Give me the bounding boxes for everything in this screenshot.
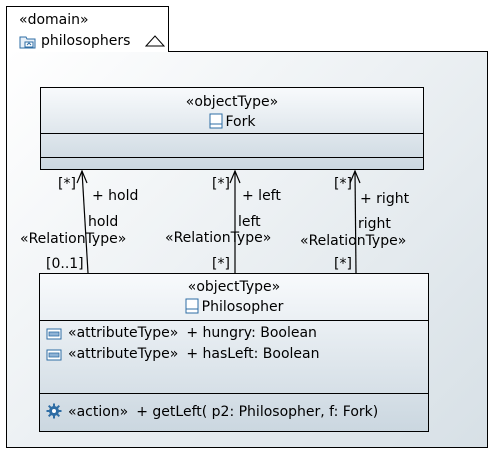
attribute-stereotype: «attributeType» — [68, 325, 179, 341]
package-name: philosophers — [41, 33, 131, 49]
fork-title: Fork — [41, 112, 423, 135]
right-relation-stereotype: «RelationType» — [300, 233, 407, 249]
attribute-row[interactable]: «attributeType» + hungry: Boolean — [40, 323, 428, 344]
right-role-label[interactable]: + right — [360, 191, 410, 207]
hold-arrowhead — [76, 169, 88, 184]
action-row[interactable]: «action» + getLeft( p2: Philosopher, f: F… — [40, 394, 428, 424]
action-signature: + getLeft( p2: Philosopher, f: Fork) — [136, 404, 379, 420]
fork-attributes-compartment — [41, 133, 423, 157]
hold-relation-name: hold — [88, 214, 119, 230]
fork-class-box[interactable]: «objectType» Fork — [40, 87, 424, 170]
fork-class-header: «objectType» Fork — [41, 88, 423, 133]
package-tab[interactable]: «domain» philosophers — [6, 6, 169, 52]
left-source-multiplicity: [*] — [212, 256, 230, 272]
class-icon — [185, 298, 199, 320]
philosopher-class-header: «objectType» Philosopher — [40, 274, 428, 320]
package-stereotype: «domain» — [19, 12, 89, 28]
fork-operations-compartment — [41, 157, 423, 171]
philosopher-stereotype: «objectType» — [187, 279, 281, 295]
philosopher-actions-compartment: «action» + getLeft( p2: Philosopher, f: F… — [40, 393, 428, 431]
attribute-stereotype: «attributeType» — [68, 346, 179, 362]
package-icon — [19, 34, 37, 54]
attribute-icon — [46, 347, 62, 368]
fork-class-name: Fork — [225, 114, 256, 130]
left-arrowhead — [229, 169, 241, 184]
right-arrowhead — [349, 169, 361, 184]
left-target-multiplicity: [*] — [212, 176, 230, 192]
hold-association-line — [81, 170, 89, 274]
left-relation-stereotype: «RelationType» — [165, 230, 272, 246]
class-icon — [209, 113, 223, 135]
philosopher-attributes-compartment: «attributeType» + hungry: Boolean «attrib… — [40, 320, 428, 393]
philosopher-class-name: Philosopher — [201, 299, 284, 315]
hold-role-label[interactable]: + hold — [92, 188, 139, 204]
right-target-multiplicity: [*] — [334, 176, 352, 192]
philosopher-title: Philosopher — [40, 297, 428, 320]
left-relation-name: left — [238, 214, 261, 230]
hold-relation-stereotype: «RelationType» — [20, 231, 127, 247]
attribute-row[interactable]: «attributeType» + hasLeft: Boolean — [40, 344, 428, 365]
right-source-multiplicity: [*] — [334, 256, 352, 272]
attribute-icon — [46, 326, 62, 347]
attribute-signature: + hungry: Boolean — [186, 325, 317, 341]
action-stereotype: «action» — [68, 404, 129, 420]
hold-target-multiplicity: [*] — [58, 176, 76, 192]
hold-source-multiplicity: [0..1] — [46, 256, 84, 272]
fork-stereotype: «objectType» — [185, 94, 279, 110]
attribute-signature: + hasLeft: Boolean — [186, 346, 320, 362]
collapse-triangle-icon[interactable] — [144, 34, 166, 52]
left-role-label[interactable]: + left — [242, 188, 281, 204]
gear-icon — [46, 403, 62, 427]
right-association-line — [354, 170, 357, 274]
philosopher-class-box[interactable]: «objectType» Philosopher «attributeType»… — [39, 273, 429, 432]
right-relation-name: right — [358, 216, 391, 232]
